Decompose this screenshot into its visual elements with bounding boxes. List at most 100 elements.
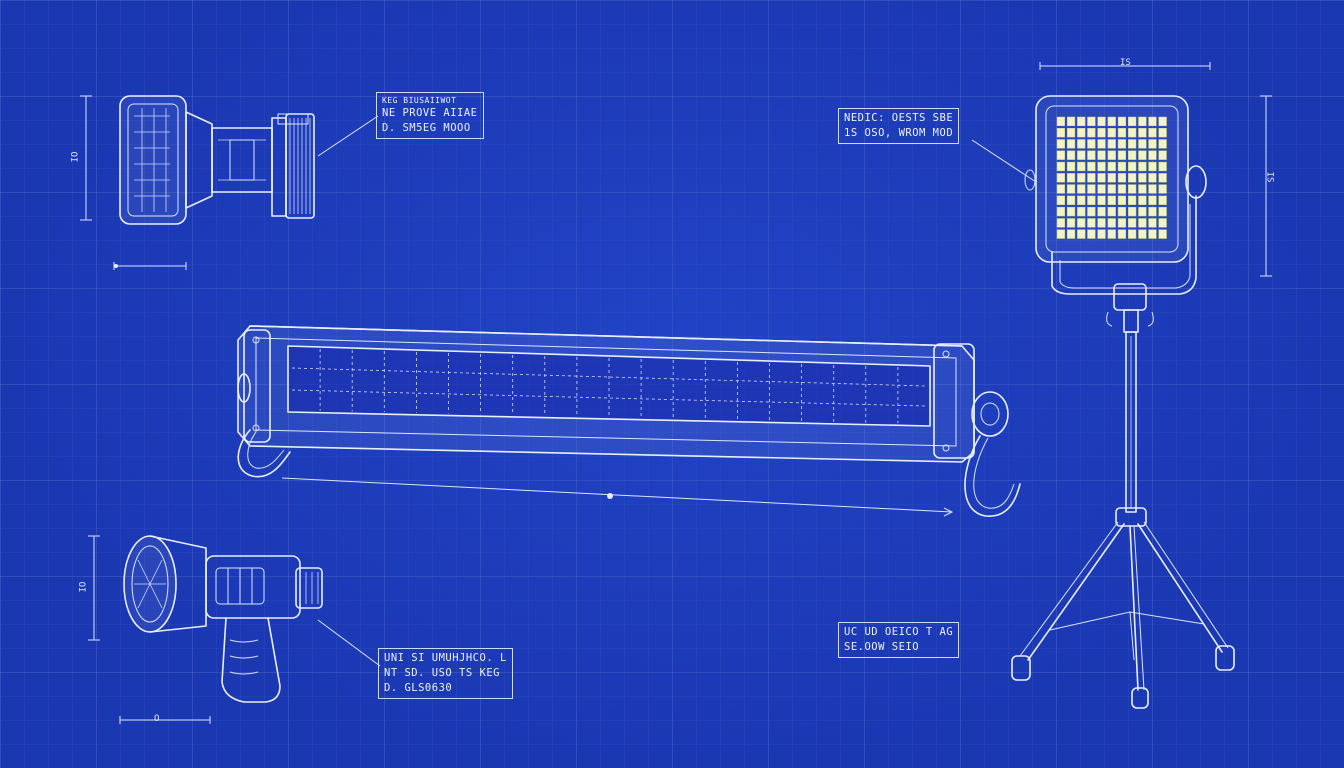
led-cell (1158, 116, 1167, 127)
handheld-callout: UNI SI UMUHJHCO. L NT SD. USO TS KEG D. … (378, 648, 513, 699)
led-cell (1107, 139, 1116, 149)
led-cell (1138, 195, 1147, 205)
led-cell (1066, 128, 1076, 138)
led-cell (1158, 161, 1167, 172)
led-cell (1077, 139, 1086, 149)
lightbar-drawing (237, 325, 1021, 517)
led-cell (1066, 184, 1076, 194)
led-cell (1066, 195, 1076, 205)
led-cell (1066, 218, 1076, 228)
led-cell (1128, 128, 1137, 138)
led-cell (1148, 173, 1157, 183)
led-cell (1138, 229, 1147, 239)
led-cell (1158, 195, 1167, 205)
led-cell (1077, 173, 1086, 183)
led-cell (1066, 229, 1076, 239)
tripod-callout-line-2: SE.OOW SEIO (844, 641, 920, 653)
led-cell (1107, 128, 1116, 138)
flood-width-label: IS (1120, 58, 1131, 68)
led-cell (1148, 161, 1157, 172)
led-cell (1117, 218, 1127, 228)
tripod-callout-line-1: UC UD OEICO T AG (844, 626, 954, 638)
led-cell (1097, 161, 1106, 172)
floodlight-callout-line-1: NEDIC: OESTS SBE (844, 112, 954, 124)
led-cell (1056, 206, 1065, 217)
handheld-callout-line-3: D. GLS0630 (384, 682, 453, 694)
spotlight-callout: KEG BIUSAIIWOT NE PROVE AIIAE D. SM5EG M… (376, 92, 484, 139)
led-cell (1087, 116, 1096, 127)
led-cell (1066, 116, 1076, 127)
led-cell (1066, 161, 1076, 172)
led-cell (1138, 116, 1147, 127)
floodlight-callout-line-2: 1S OSO, WROM MOD (844, 127, 954, 139)
led-cell (1097, 195, 1106, 205)
led-cell (1107, 161, 1116, 172)
bar-grid-line (291, 389, 927, 407)
led-cell (1107, 116, 1116, 127)
led-cell (1107, 150, 1116, 160)
led-cell (1056, 128, 1065, 138)
led-cell (1148, 150, 1157, 160)
led-cell (1148, 218, 1157, 228)
led-cell (1117, 195, 1127, 205)
led-cell (1087, 218, 1096, 228)
tripod-callout: UC UD OEICO T AG SE.OOW SEIO (838, 622, 960, 658)
led-cell (1077, 116, 1086, 127)
floodlight-callout: NEDIC: OESTS SBE 1S OSO, WROM MOD (838, 108, 960, 144)
led-cell (1066, 173, 1076, 183)
led-cell (1138, 218, 1147, 228)
spotlight-callout-line-1: KEG BIUSAIIWOT (382, 96, 457, 105)
led-cell (1138, 184, 1147, 194)
led-cell (1158, 206, 1167, 217)
led-cell (1117, 161, 1127, 172)
led-cell (1117, 139, 1127, 149)
led-cell (1158, 218, 1167, 228)
led-cell (1087, 206, 1096, 217)
led-cell (1077, 184, 1086, 194)
spotlight-drawing (80, 95, 379, 270)
led-cell (1138, 128, 1147, 138)
led-cell (1128, 206, 1137, 217)
led-cell (1117, 184, 1127, 194)
led-cell (1117, 206, 1127, 217)
spotlight-callout-line-3: D. SM5EG MOOO (382, 122, 471, 134)
led-cell (1077, 229, 1086, 239)
led-cell (1148, 139, 1157, 149)
handheld-callout-line-2: NT SD. USO TS KEG (384, 667, 500, 679)
led-cell (1138, 139, 1147, 149)
led-cell (1128, 218, 1137, 228)
led-cell (1128, 195, 1137, 205)
led-cell (1097, 116, 1106, 127)
led-cell (1056, 173, 1065, 183)
led-cell (1077, 195, 1086, 205)
handheld-height-label: IO (78, 581, 89, 593)
led-cell (1087, 128, 1096, 138)
spotlight-height-label: IO (70, 151, 81, 163)
handheld-drawing (88, 535, 381, 724)
led-cell (1128, 150, 1137, 160)
led-cell (1097, 206, 1106, 217)
led-cell (1148, 206, 1157, 217)
led-cell (1056, 150, 1065, 160)
led-cell (1087, 195, 1096, 205)
led-cell (1066, 206, 1076, 217)
led-cell (1056, 218, 1065, 228)
led-cell (1138, 206, 1147, 217)
led-cell (1128, 184, 1137, 194)
led-cell (1097, 184, 1106, 194)
led-cell (1087, 229, 1096, 239)
handheld-callout-line-1: UNI SI UMUHJHCO. L (384, 652, 507, 664)
led-cell (1107, 218, 1116, 228)
led-cell (1148, 195, 1157, 205)
led-cell (1056, 116, 1065, 127)
led-cell (1158, 150, 1167, 160)
handheld-width-label: O (154, 714, 160, 724)
led-cell (1087, 150, 1096, 160)
led-cell (1158, 184, 1167, 194)
led-cell (1056, 229, 1065, 239)
led-cell (1107, 173, 1116, 183)
led-cell (1066, 139, 1076, 149)
led-cell (1077, 128, 1086, 138)
